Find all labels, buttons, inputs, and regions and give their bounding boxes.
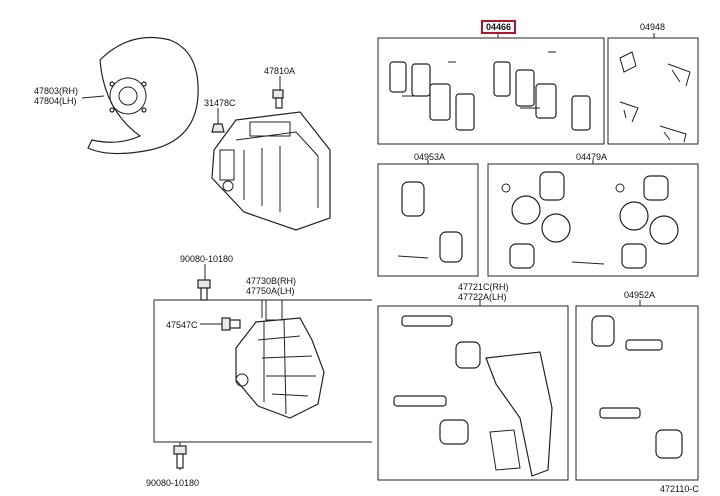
pins-04952a-drawing xyxy=(591,315,683,459)
caliper-assembly-bottom-drawing xyxy=(235,299,325,419)
caliper-assembly-top-drawing xyxy=(211,111,331,231)
clips-04948-drawing xyxy=(619,51,691,143)
box-47721c xyxy=(377,305,569,481)
caliper-mounting-drawing xyxy=(393,315,553,477)
callout-47810a: 47810A xyxy=(264,66,296,76)
seals-04479a-drawing xyxy=(501,171,679,269)
callout-90080-top: 90080-10180 xyxy=(180,254,234,264)
callout-04948: 04948 xyxy=(640,22,666,32)
callout-90080-bottom: 90080-10180 xyxy=(146,478,200,488)
callout-47721c-47722a: 47721C(RH) 47722A(LH) xyxy=(458,282,509,302)
bolt-90080-bottom-drawing xyxy=(173,445,187,469)
callout-47730b-47750a: 47730B(RH) 47750A(LH) xyxy=(246,276,297,296)
box-04953a xyxy=(377,163,479,277)
box-04466 xyxy=(377,37,605,145)
callout-47547c: 47547C xyxy=(166,320,198,330)
frame-caliper-assembly xyxy=(153,300,372,443)
callout-04479a: 04479A xyxy=(576,152,608,162)
boots-04953a-drawing xyxy=(397,181,463,263)
figure-code: 472110-C xyxy=(660,484,699,494)
bolt-47810a-drawing xyxy=(272,89,284,109)
callout-04466[interactable]: 04466 xyxy=(481,20,517,34)
bolt-47547c-drawing xyxy=(221,317,241,331)
callout-31478c: 31478C xyxy=(204,98,236,108)
brake-pads-drawing xyxy=(389,51,591,131)
bolt-90080-top-drawing xyxy=(197,279,211,301)
callout-47803-47804: 47803(RH) 47804(LH) xyxy=(34,86,79,106)
callout-04952a: 04952A xyxy=(624,290,656,300)
cap-31478c-drawing xyxy=(211,123,225,133)
box-04952a xyxy=(575,305,699,481)
frame-lines xyxy=(153,37,699,481)
backing-plate-drawing xyxy=(87,36,199,155)
box-04948 xyxy=(607,37,699,145)
callout-04953a: 04953A xyxy=(414,152,446,162)
